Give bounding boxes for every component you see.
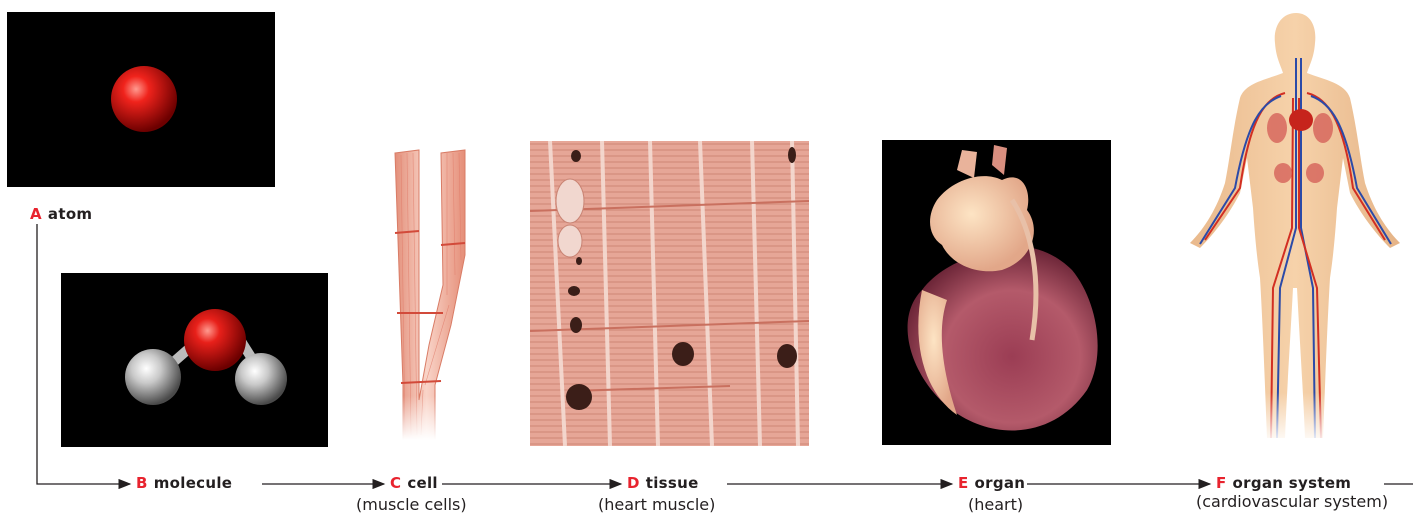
- letter-c: C: [390, 474, 401, 492]
- letter-d: D: [627, 474, 640, 492]
- oxygen-atom: [111, 66, 177, 132]
- label-text-cell: cell: [407, 474, 438, 492]
- sublabel-organ: (heart): [968, 495, 1023, 514]
- letter-f: F: [1216, 474, 1227, 492]
- cardiovascular-system-image: [1185, 8, 1407, 445]
- letter-b: B: [136, 474, 148, 492]
- label-text-atom: atom: [48, 205, 92, 223]
- label-text-organ: organ: [975, 474, 1026, 492]
- sublabel-organ-system: (cardiovascular system): [1196, 492, 1388, 511]
- heart-muscle-tissue-image: [530, 141, 809, 446]
- molecule-image: [61, 273, 328, 447]
- hydrogen-atom-left: [125, 349, 181, 405]
- oxygen-atom: [184, 309, 246, 371]
- label-text-tissue: tissue: [646, 474, 699, 492]
- muscle-cell-image: [385, 145, 471, 440]
- letter-a: A: [30, 205, 42, 223]
- atom-image: [7, 12, 275, 187]
- letter-e: E: [958, 474, 969, 492]
- sublabel-tissue: (heart muscle): [598, 495, 715, 514]
- sublabel-cell: (muscle cells): [356, 495, 467, 514]
- label-text-molecule: molecule: [154, 474, 233, 492]
- hydrogen-atom-right: [235, 353, 287, 405]
- heart-organ-image: [882, 140, 1111, 445]
- label-text-organ-system: organ system: [1233, 474, 1352, 492]
